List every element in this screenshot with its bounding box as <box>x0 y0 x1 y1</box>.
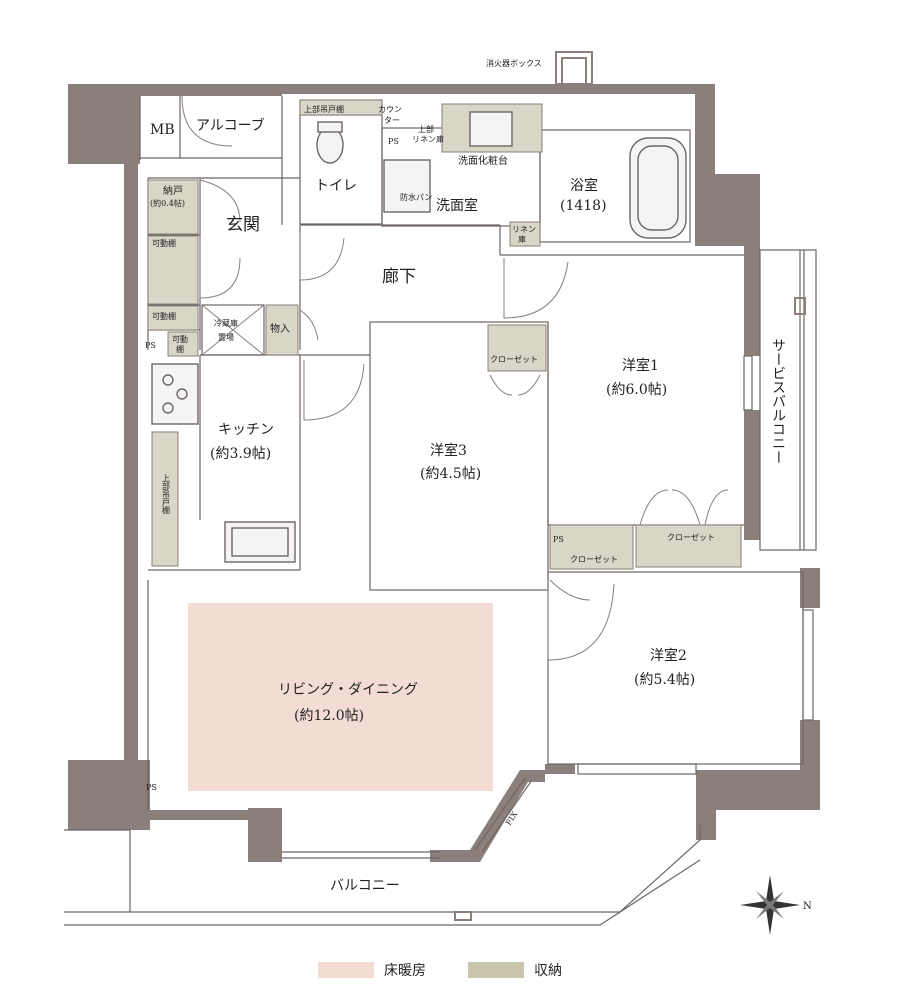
room2-label: 洋室2 <box>650 647 687 664</box>
mb-label: MB <box>150 122 175 138</box>
ps-2-label: PS <box>388 137 399 146</box>
shelf-movable-2-label: 可動棚 <box>152 311 176 321</box>
fixtures <box>151 111 687 563</box>
legend-label-storage: 収納 <box>534 963 562 979</box>
room3-area-label: (約4.5帖) <box>420 466 481 482</box>
closet-1-label: クローゼット <box>490 354 538 364</box>
ps-1-label: PS <box>145 341 156 350</box>
floor-heating-area <box>188 603 493 791</box>
legend-swatch-floor-heating <box>318 962 374 978</box>
nando-label: 納戸 <box>163 184 183 197</box>
legend-label-floor-heating: 床暖房 <box>384 963 426 979</box>
fridge-2-label: 置場 <box>218 332 234 342</box>
monoire-label: 物入 <box>270 322 290 335</box>
linen-upper-1-label: 上部 <box>418 124 434 134</box>
balcony-label: バルコニー <box>330 878 400 894</box>
room2-area-label: (約5.4帖) <box>634 672 695 688</box>
fridge-1-label: 冷蔵庫 <box>214 318 238 328</box>
linen-2-label: 庫 <box>518 234 526 244</box>
shelf-movable-3b-label: 棚 <box>176 344 184 354</box>
nando-area-label: (約0.4帖) <box>150 198 185 208</box>
legend: 床暖房 収納 <box>318 962 562 979</box>
linen-upper-2-label: リネン庫 <box>412 134 444 144</box>
alcove-label: アルコーブ <box>196 117 265 134</box>
room-labels: MB アルコーブ 納戸 (約0.4帖) 玄関 可動棚 可動棚 可動 棚 PS 冷… <box>145 58 786 894</box>
ps-4-label: PS <box>146 783 157 792</box>
shelf-movable-3a-label: 可動 <box>172 335 188 344</box>
compass-icon: N <box>740 875 812 935</box>
corridor-label: 廊下 <box>382 267 416 287</box>
room1-label: 洋室1 <box>622 357 659 374</box>
genkan-label: 玄関 <box>226 215 260 235</box>
bath-size-label: (1418) <box>560 198 607 214</box>
room3-label: 洋室3 <box>430 442 467 459</box>
washroom-label: 洗面室 <box>436 197 478 214</box>
service-balcony-label: サービスバルコニー <box>770 338 786 464</box>
legend-swatch-storage <box>468 962 524 978</box>
kitchen-area-label: (約3.9帖) <box>210 446 271 462</box>
door-swings <box>181 95 729 661</box>
toilet-upper-shelf-label: 上部吊戸棚 <box>304 104 344 114</box>
kitchen-upper-shelf-label: 上部吊戸棚 <box>162 474 171 515</box>
living-area-label: (約12.0帖) <box>294 708 364 724</box>
closet-2-label: クローゼット <box>667 532 715 542</box>
waterproof-pan-label: 防水パン <box>400 192 432 202</box>
counter-1-label: カウン <box>378 105 402 114</box>
toilet-label: トイレ <box>315 178 357 194</box>
closet-3-label: クローゼット <box>570 554 618 564</box>
kitchen-label: キッチン <box>218 422 274 438</box>
bath-label: 浴室 <box>570 177 598 194</box>
compass-north-label: N <box>803 901 812 912</box>
ps-3-label: PS <box>553 535 564 544</box>
exterior-walls <box>68 51 820 862</box>
living-label: リビング・ダイニング <box>278 682 418 698</box>
linen-1-label: リネン <box>512 225 536 234</box>
extinguisher-label: 消火器ボックス <box>486 58 542 68</box>
counter-2-label: ター <box>384 116 400 125</box>
shelf-movable-1-label: 可動棚 <box>152 238 176 248</box>
vanity-label: 洗面化粧台 <box>458 154 508 167</box>
room1-area-label: (約6.0帖) <box>606 382 667 398</box>
